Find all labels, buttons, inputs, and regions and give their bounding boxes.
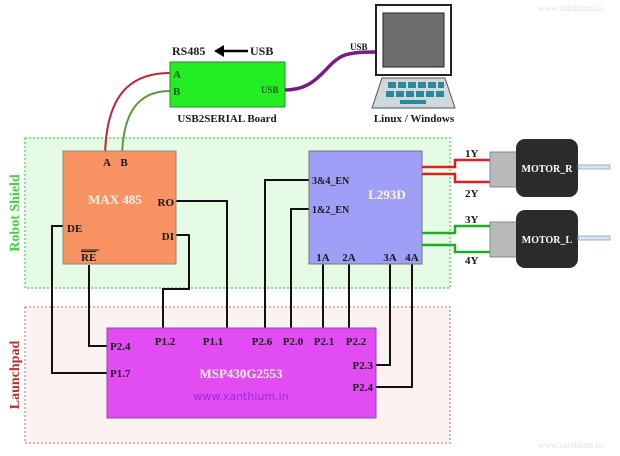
- msp430-watermark: www.xanthium.in: [193, 390, 288, 403]
- msp430-chip: P2.4 P1.7 P1.2 P1.1 P2.6 P2.0 P2.1 P2.2 …: [106, 327, 377, 419]
- l293d-pin-en12: 1&2_EN: [312, 205, 350, 216]
- msp-pin-p23: P2.3: [353, 360, 374, 372]
- left-arrow-icon: [214, 45, 248, 57]
- computer-usb-label: USB: [350, 42, 368, 52]
- computer-label: Linux / Windows: [374, 113, 455, 125]
- motor-left: MOTOR_L: [489, 210, 611, 268]
- wire-ro-p11: [175, 200, 228, 328]
- wire-4a-p24: [375, 263, 413, 388]
- max485-pin-de: DE: [67, 223, 82, 235]
- wire-3a-p23: [375, 263, 391, 366]
- max485-pin-b: B: [120, 157, 128, 169]
- motor-r-label: MOTOR_R: [522, 164, 574, 175]
- wire-2y: [422, 172, 490, 184]
- msp-pin-p17: P1.7: [110, 368, 131, 380]
- max485-pin-re: RE: [81, 252, 96, 264]
- wire-de-p17: [51, 225, 108, 374]
- watermark-top-right: www.xanthium.in: [538, 3, 603, 13]
- max485-chip: A B MAX 485 RO DI DE RE: [62, 150, 177, 265]
- l293d-pin-3a: 3A: [383, 252, 397, 264]
- msp-pin-p24-left: P2.4: [110, 341, 131, 353]
- board-pin-usb: USB: [261, 85, 279, 95]
- msp-pin-p11: P1.1: [203, 336, 223, 348]
- msp-pin-p26: P2.6: [252, 336, 273, 348]
- conversion-to-label: RS485: [172, 44, 205, 58]
- usb2serial-board-label: USB2SERIAL Board: [177, 113, 276, 125]
- motor-r-pin-2y: 2Y: [465, 188, 479, 200]
- msp-pin-p12: P1.2: [155, 336, 176, 348]
- wire-en12-p20: [290, 208, 310, 328]
- motor-right: MOTOR_R: [489, 139, 611, 197]
- rs485-b-wire: [121, 90, 171, 161]
- l293d-pin-4a: 4A: [405, 252, 419, 264]
- conversion-from-label: USB: [250, 44, 273, 58]
- rs485-a-wire: [104, 72, 171, 161]
- usb2serial-board: A B USB USB2SERIAL Board: [169, 61, 286, 125]
- usb-cable: [284, 50, 377, 92]
- board-pin-a: A: [173, 69, 181, 81]
- motor-l-pin-3y: 3Y: [465, 214, 479, 226]
- msp-pin-p22: P2.2: [346, 336, 367, 348]
- motor-l-label: MOTOR_L: [522, 235, 573, 246]
- msp-pin-p24-right: P2.4: [353, 382, 374, 394]
- wire-re-p24: [88, 265, 108, 347]
- max485-title: MAX 485: [88, 192, 142, 207]
- msp-pin-p20: P2.0: [283, 336, 304, 348]
- launchpad-label: Launchpad: [8, 341, 23, 410]
- motor-l-pin-4y: 4Y: [465, 255, 479, 267]
- max485-pin-ro: RO: [158, 197, 175, 209]
- l293d-pin-2a: 2A: [342, 252, 356, 264]
- wire-di-p12: [162, 234, 190, 328]
- l293d-pin-en34: 3&4_EN: [312, 176, 350, 187]
- wire-3y: [422, 224, 490, 235]
- robot-shield-label: Robot Shield: [8, 174, 23, 252]
- l293d-chip: 3&4_EN 1&2_EN L293D 1A 2A 3A 4A: [308, 150, 423, 265]
- board-pin-b: B: [173, 86, 181, 98]
- motor-r-pin-1y: 1Y: [465, 148, 479, 160]
- wire-4y: [422, 243, 490, 254]
- wire-en34-p26: [264, 179, 310, 328]
- msp-pin-p21: P2.1: [314, 336, 334, 348]
- msp430-title: MSP430G2553: [199, 366, 283, 381]
- max485-pin-a: A: [103, 157, 111, 169]
- l293d-pin-1a: 1A: [316, 252, 330, 264]
- wire-1y: [422, 158, 490, 169]
- l293d-title: L293D: [368, 187, 406, 202]
- watermark-bottom-right: www.xanthium.in: [538, 440, 603, 450]
- laptop-icon: [371, 4, 456, 109]
- max485-pin-di: DI: [162, 231, 174, 243]
